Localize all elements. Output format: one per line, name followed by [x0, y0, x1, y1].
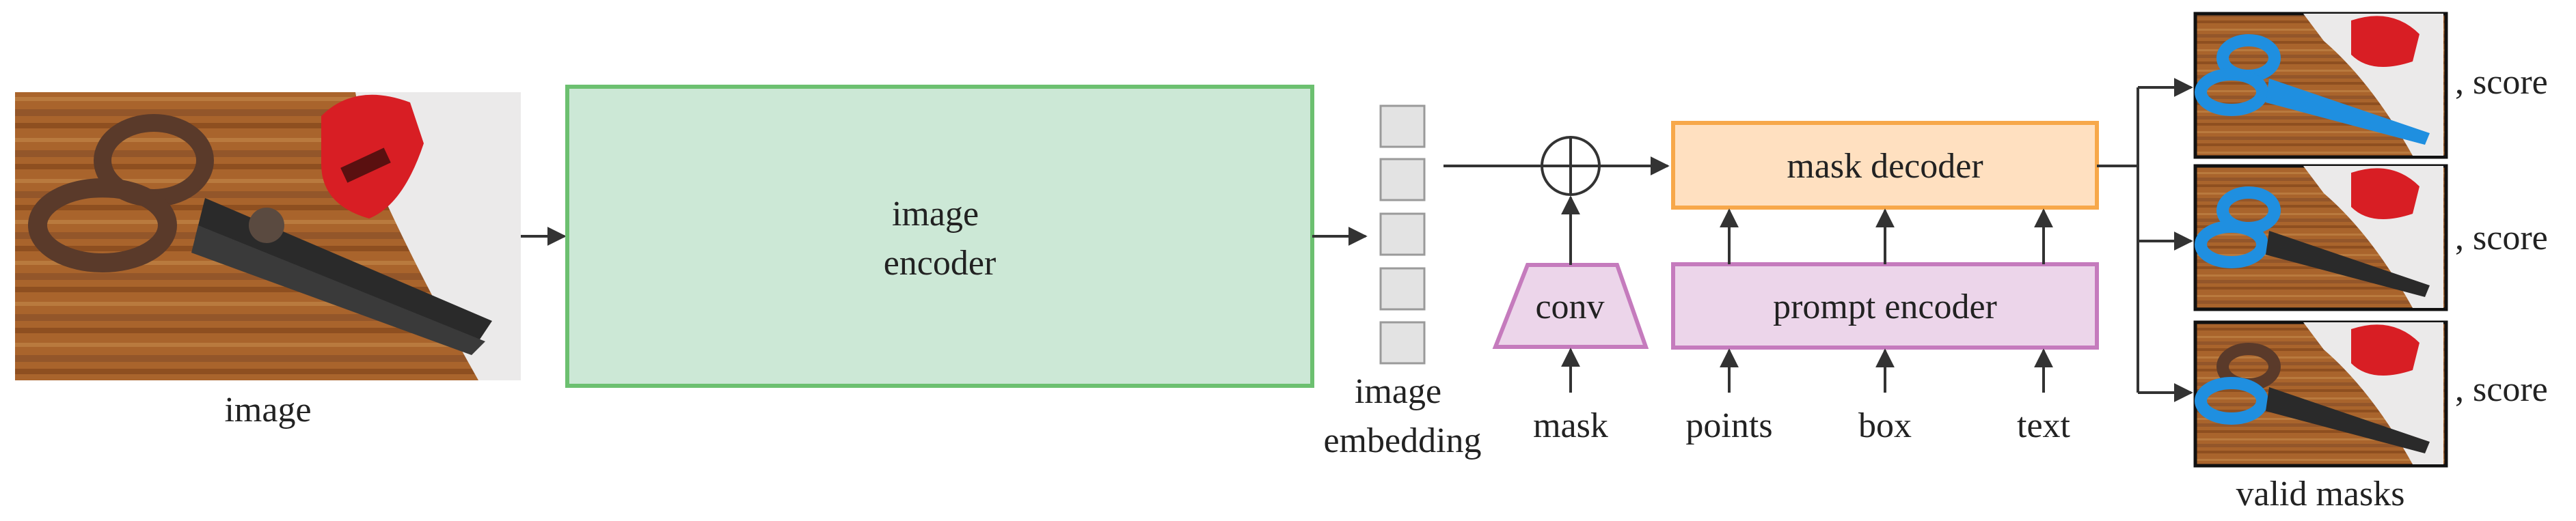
prompt-encoder-box	[1671, 262, 2099, 350]
image-embedding-label: image embedding	[1323, 372, 1481, 460]
image-embedding-stack	[1379, 104, 1426, 365]
output-mask-2	[2193, 164, 2448, 311]
input-image	[15, 92, 521, 380]
image-encoder-label: image encoder	[884, 195, 996, 283]
conv-label: conv	[1535, 287, 1604, 326]
mask-decoder-label: mask decoder	[1787, 147, 1983, 186]
image-encoder-label-line2: encoder	[884, 244, 996, 283]
output-mask-1	[2193, 12, 2448, 159]
image-encoder-label-line1: image	[892, 195, 979, 234]
image-label: image	[224, 391, 311, 430]
valid-masks-label: valid masks	[2236, 475, 2405, 513]
embedding-cell	[1379, 267, 1426, 311]
embedding-cell	[1379, 158, 1426, 201]
text-label: text	[2017, 406, 2071, 445]
score-label-1: , score	[2455, 63, 2548, 102]
conv-block	[1492, 263, 1649, 349]
points-label: points	[1685, 406, 1772, 445]
score-label-2: , score	[2455, 219, 2548, 257]
embedding-cell	[1379, 321, 1426, 365]
prompt-encoder-label: prompt encoder	[1773, 287, 1997, 326]
embedding-cell	[1379, 212, 1426, 256]
output-mask-3	[2193, 320, 2448, 468]
embedding-cell	[1379, 104, 1426, 148]
mask-decoder-box	[1671, 121, 2099, 210]
sum-node	[1541, 136, 1601, 196]
box-label: box	[1858, 406, 1912, 445]
image-embedding-label-line2: embedding	[1323, 421, 1481, 460]
image-encoder-box	[565, 85, 1314, 388]
score-label-3: , score	[2455, 370, 2548, 409]
image-embedding-label-line1: image	[1355, 372, 1441, 411]
mask-input-label: mask	[1533, 406, 1608, 445]
